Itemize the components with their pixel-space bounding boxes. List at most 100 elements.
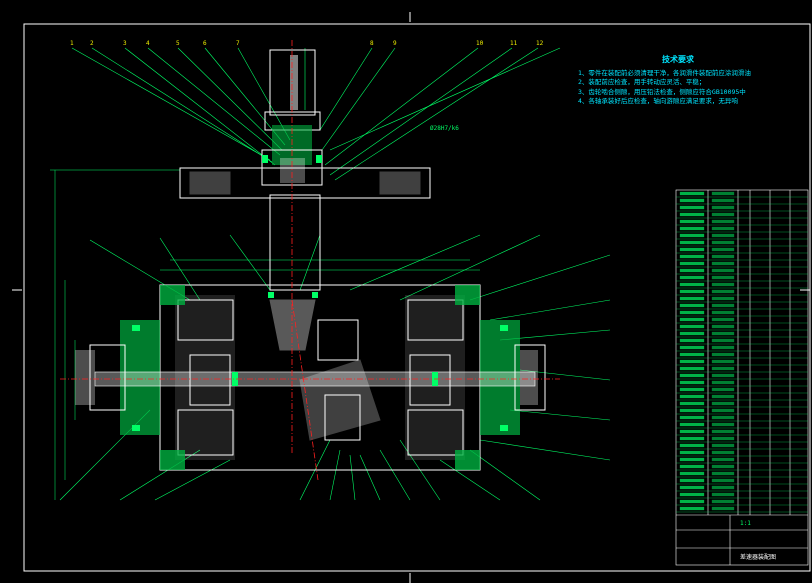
bom-row-mark	[679, 331, 705, 336]
bom-row-mark	[711, 380, 735, 385]
bom-row-mark	[711, 338, 735, 343]
bom-row-mark	[679, 450, 705, 455]
bom-row-mark	[679, 352, 705, 357]
bom-row-mark	[711, 254, 735, 259]
callout-3: 3	[123, 40, 127, 47]
bom-row-mark	[679, 198, 705, 203]
bom-row-mark	[711, 198, 735, 203]
bom-row-mark	[711, 429, 735, 434]
bom-row-mark	[679, 373, 705, 378]
bom-row-mark	[711, 219, 735, 224]
bom-row-mark	[679, 478, 705, 483]
callout-5: 5	[176, 40, 180, 47]
bom-row-mark	[711, 296, 735, 301]
bom-row-mark	[679, 429, 705, 434]
bom-row-mark	[711, 415, 735, 420]
bom-row-mark	[711, 261, 735, 266]
bom-row-mark	[711, 485, 735, 490]
bom-row-mark	[711, 506, 735, 511]
bom-rows	[676, 191, 808, 513]
bom-row-mark	[711, 226, 735, 231]
bom-row-mark	[679, 191, 705, 196]
bom-row-mark	[711, 492, 735, 497]
bom-row-mark	[711, 457, 735, 462]
bom-row-mark	[711, 394, 735, 399]
bom-row-mark	[679, 289, 705, 294]
bom-row-mark	[711, 282, 735, 287]
bom-row-mark	[711, 408, 735, 413]
bom-row-mark	[711, 387, 735, 392]
bom-row-mark	[711, 499, 735, 504]
bom-row-mark	[711, 366, 735, 371]
bom-row-mark	[679, 261, 705, 266]
bom-row-mark	[679, 282, 705, 287]
bom-row-mark	[679, 275, 705, 280]
right-end-cap	[480, 320, 546, 435]
bom-row-mark	[679, 310, 705, 315]
bom-row-mark	[711, 212, 735, 217]
drawing-frame	[12, 12, 811, 583]
bom-row-mark	[679, 492, 705, 497]
bom-row-mark	[711, 450, 735, 455]
callout-8: 8	[370, 40, 374, 47]
bom-row-mark	[711, 331, 735, 336]
callout-11: 11	[510, 40, 518, 47]
bom-row-mark	[679, 359, 705, 364]
bom-row-mark	[679, 464, 705, 469]
bom-row-mark	[679, 366, 705, 371]
bom-row-mark	[679, 268, 705, 273]
bom-table	[675, 189, 809, 566]
bom-row-mark	[711, 310, 735, 315]
bom-row-mark	[711, 205, 735, 210]
bom-row-mark	[679, 345, 705, 350]
leader-lines	[59, 47, 611, 501]
bom-row-mark	[679, 247, 705, 252]
callout-4: 4	[146, 40, 150, 47]
bom-row-mark	[679, 296, 705, 301]
drawing-title: 差速器装配图	[740, 554, 777, 561]
bom-row-mark	[679, 205, 705, 210]
note-line-3: 3、齿轮啮合侧隙，用压铅法检查，侧隙应符合GB10095中	[578, 87, 746, 96]
input-shaft-assembly	[261, 49, 323, 186]
bom-row-mark	[679, 226, 705, 231]
bom-row-mark	[711, 359, 735, 364]
note-line-2: 2、装配前应检查，用手转动应灵活、平稳；	[578, 78, 706, 86]
bom-row-mark	[679, 471, 705, 476]
left-end-cap	[75, 320, 160, 435]
bom-row-mark	[711, 303, 735, 308]
bom-row-mark	[679, 219, 705, 224]
bom-row-mark	[711, 422, 735, 427]
callout-1: 1	[70, 40, 74, 47]
mounting-flange	[179, 167, 431, 291]
bom-row-mark	[679, 233, 705, 238]
callout-7: 7	[236, 40, 240, 47]
bom-row-mark	[679, 506, 705, 511]
callout-6: 6	[203, 40, 207, 47]
bom-row-mark	[679, 408, 705, 413]
callout-10: 10	[476, 40, 484, 47]
bom-row-mark	[711, 317, 735, 322]
bom-row-mark	[679, 387, 705, 392]
bom-row-mark	[711, 324, 735, 329]
bom-row-mark	[711, 233, 735, 238]
bom-row-mark	[679, 443, 705, 448]
bom-row-mark	[679, 415, 705, 420]
bom-row-mark	[711, 275, 735, 280]
bom-row-mark	[711, 478, 735, 483]
bom-row-mark	[711, 240, 735, 245]
callout-12: 12	[536, 40, 544, 47]
callout-9: 9	[393, 40, 397, 47]
callout-2: 2	[90, 40, 94, 47]
scale-value: 1:1	[740, 520, 751, 527]
bom-row-mark	[679, 303, 705, 308]
bom-row-mark	[711, 443, 735, 448]
bom-row-mark	[679, 317, 705, 322]
differential-gears	[189, 299, 451, 441]
technical-notes: 技术要求 1、零件在装配前必须清理干净，各润滑件装配前应涂润滑油 2、装配前应检…	[578, 55, 778, 107]
bom-row-mark	[711, 268, 735, 273]
bom-row-mark	[679, 457, 705, 462]
bom-row-mark	[711, 464, 735, 469]
bom-row-mark	[679, 212, 705, 217]
bom-row-mark	[679, 422, 705, 427]
